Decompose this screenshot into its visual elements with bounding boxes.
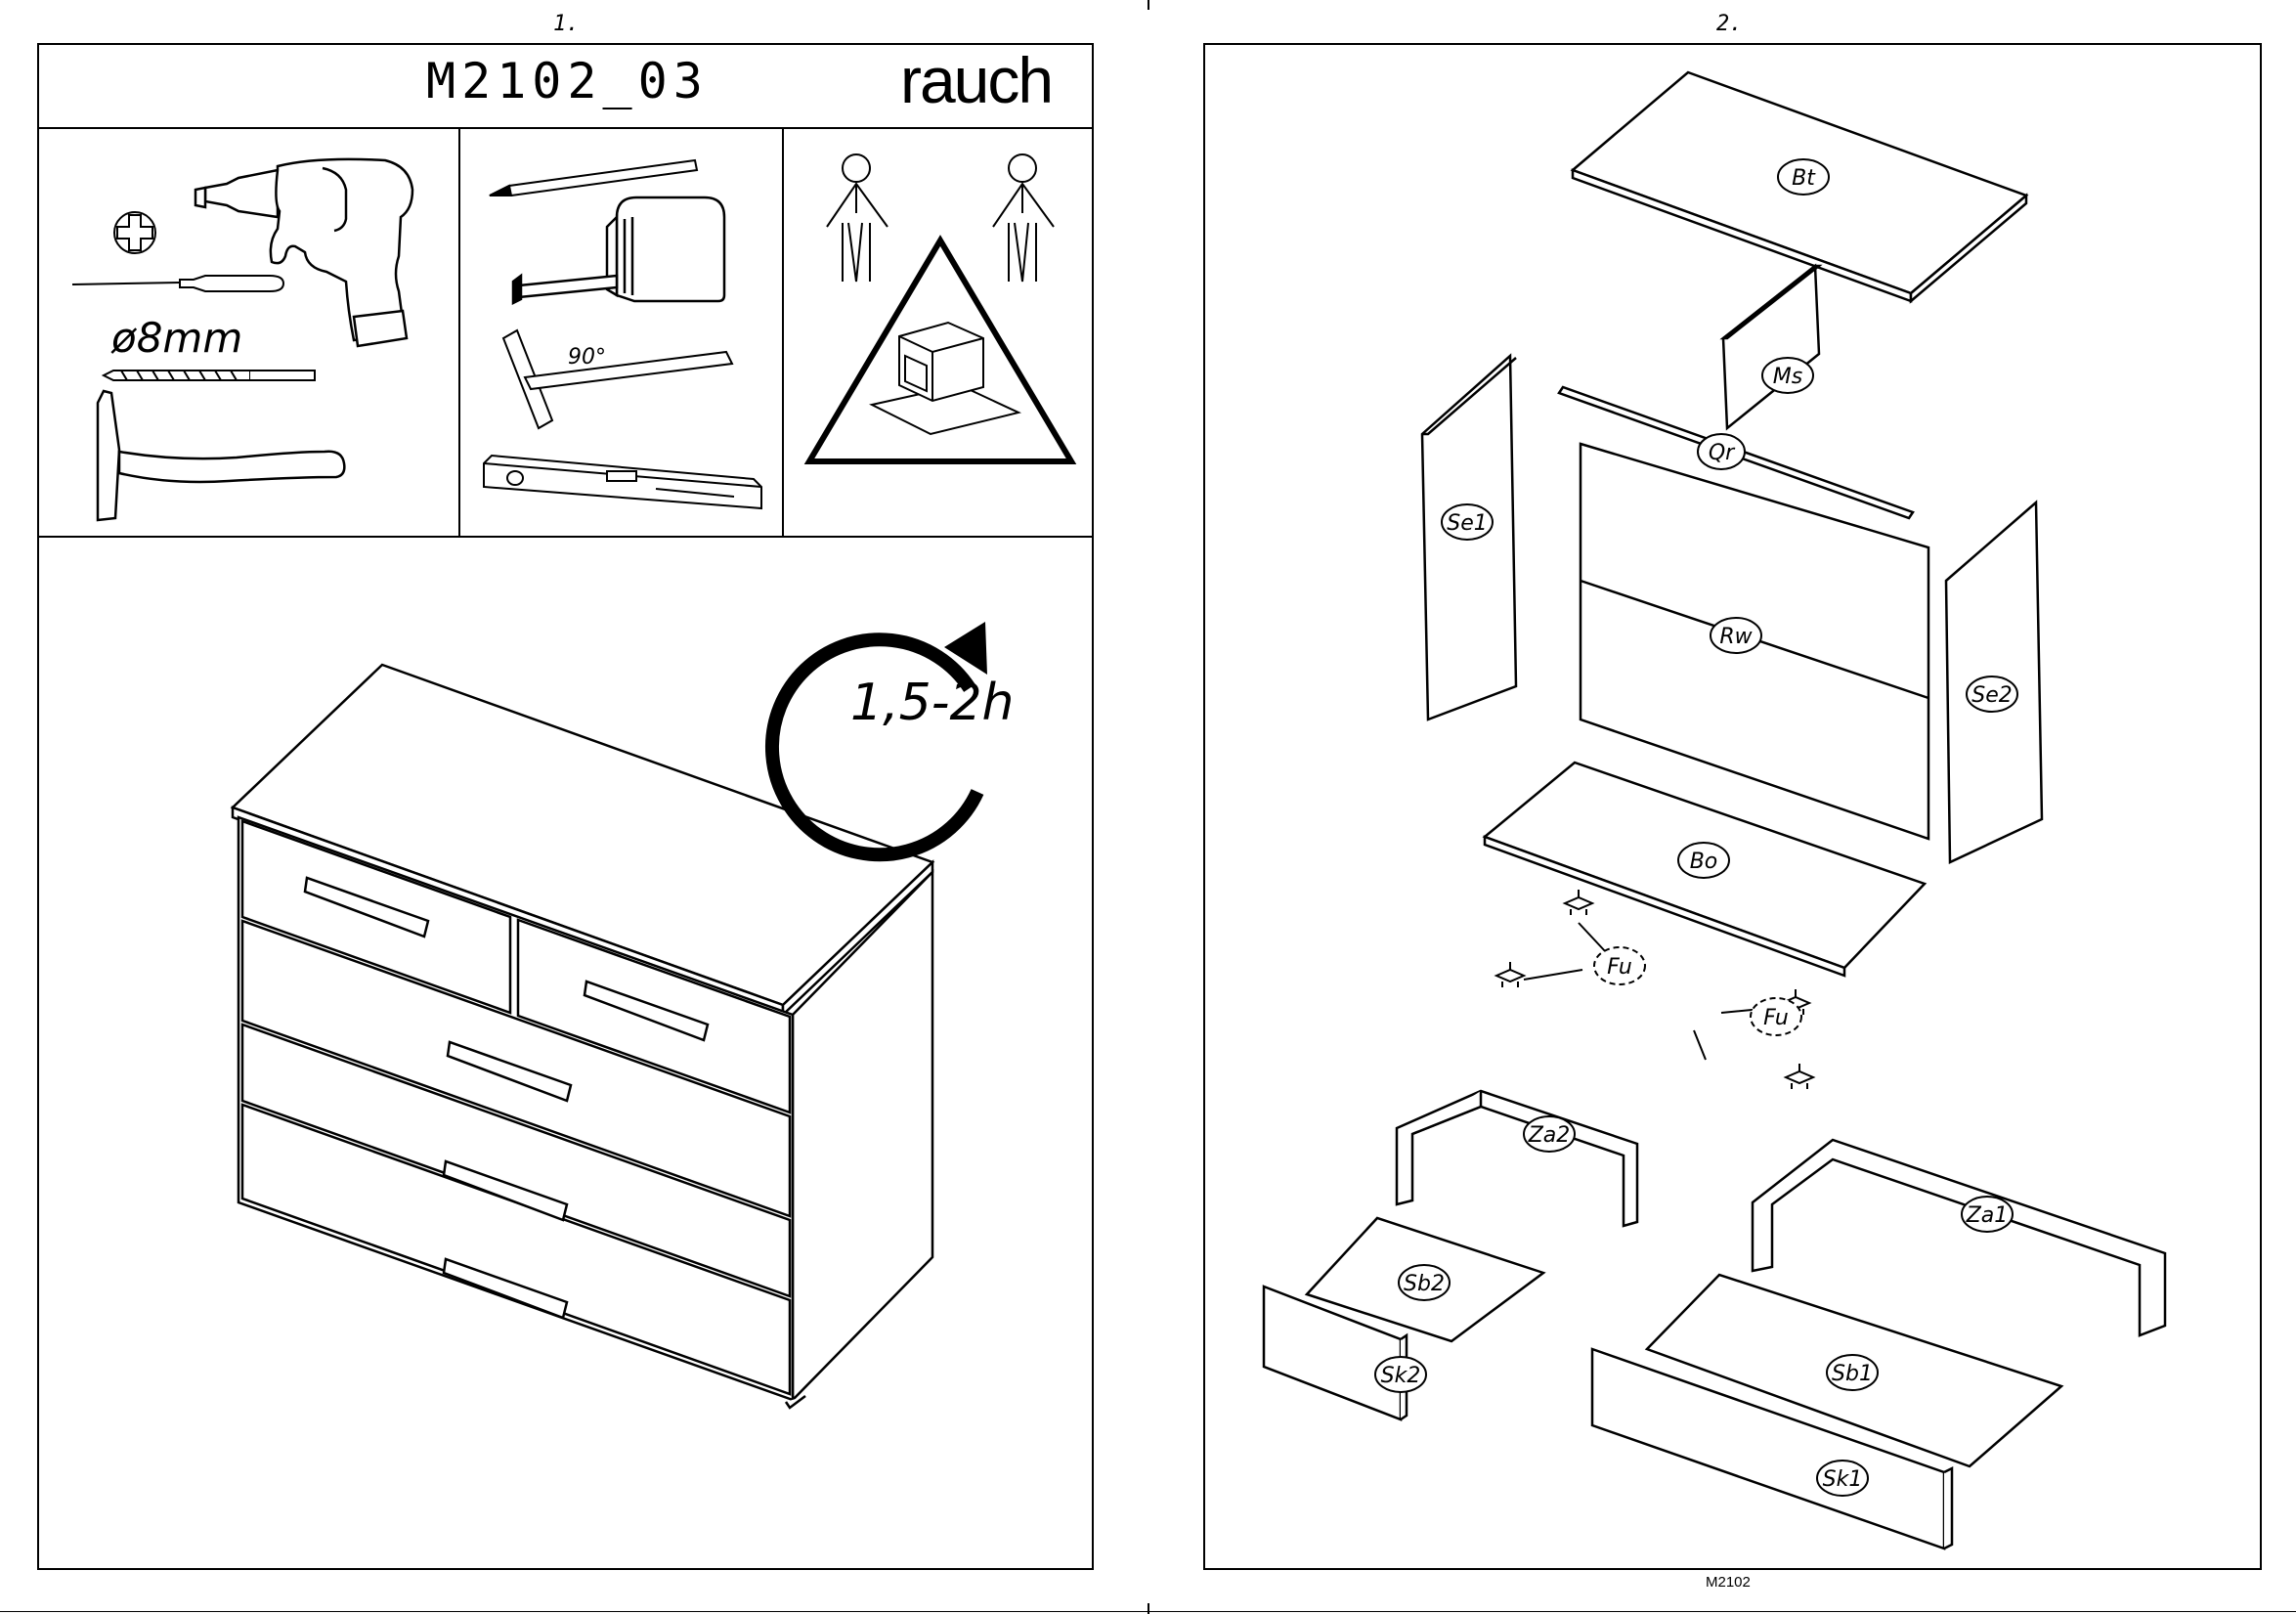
tools-panel-2: 90° xyxy=(460,129,781,535)
safety-panel xyxy=(784,129,1093,535)
tools-panel-1: ø8mm xyxy=(39,129,457,535)
label-se1: Se1 xyxy=(1447,511,1488,536)
fold-mark-top xyxy=(1148,0,1149,10)
fold-mark-bottom xyxy=(1148,1603,1149,1614)
page-number-left: 1. xyxy=(553,12,580,36)
clock-arrow-icon: 1,5-2h xyxy=(772,622,1015,854)
try-square-icon: 90° xyxy=(503,330,732,428)
exploded-parts-view: Bt Ms Qr Se1 Rw Se2 Bo Fu Fu Za2 Za1 Sb2… xyxy=(1205,45,2260,1568)
label-sb1: Sb1 xyxy=(1832,1362,1873,1386)
product-illustration: 1,5-2h xyxy=(39,538,1093,1568)
label-rw: Rw xyxy=(1719,625,1753,649)
screwdriver-icon xyxy=(72,276,283,291)
label-sk1: Sk1 xyxy=(1823,1467,1863,1492)
chest-of-drawers-icon xyxy=(233,665,932,1408)
assembly-time: 1,5-2h xyxy=(850,674,1015,732)
label-za1: Za1 xyxy=(1966,1203,2009,1228)
label-sk2: Sk2 xyxy=(1381,1364,1421,1388)
footer-code: M2102 xyxy=(1706,1574,1751,1591)
label-ms: Ms xyxy=(1773,365,1802,389)
hammer-icon xyxy=(98,391,344,520)
brand-logo: rauch xyxy=(900,43,1052,117)
phillips-bit-icon xyxy=(114,212,155,253)
label-bo: Bo xyxy=(1690,850,1718,874)
bottom-rule xyxy=(0,1611,2296,1612)
person-icon xyxy=(993,154,1054,282)
label-za2: Za2 xyxy=(1528,1123,1571,1148)
part-ms xyxy=(1723,266,1819,428)
part-za2 xyxy=(1397,1091,1637,1226)
page-number-right: 2. xyxy=(1716,12,1743,36)
model-code: M2102_03 xyxy=(426,53,709,109)
label-fu-1: Fu xyxy=(1607,955,1632,980)
label-bt: Bt xyxy=(1792,166,1816,191)
pencil-icon xyxy=(490,160,697,196)
spirit-level-icon xyxy=(484,456,761,508)
angle-label: 90° xyxy=(568,345,606,370)
tape-measure-icon xyxy=(513,197,724,303)
person-icon xyxy=(827,154,888,282)
label-qr: Qr xyxy=(1709,441,1736,465)
label-fu-2: Fu xyxy=(1763,1006,1789,1030)
label-sb2: Sb2 xyxy=(1404,1272,1445,1296)
label-se2: Se2 xyxy=(1971,683,2013,708)
drill-size-label: ø8mm xyxy=(110,314,242,362)
drill-bit-icon xyxy=(104,371,315,380)
